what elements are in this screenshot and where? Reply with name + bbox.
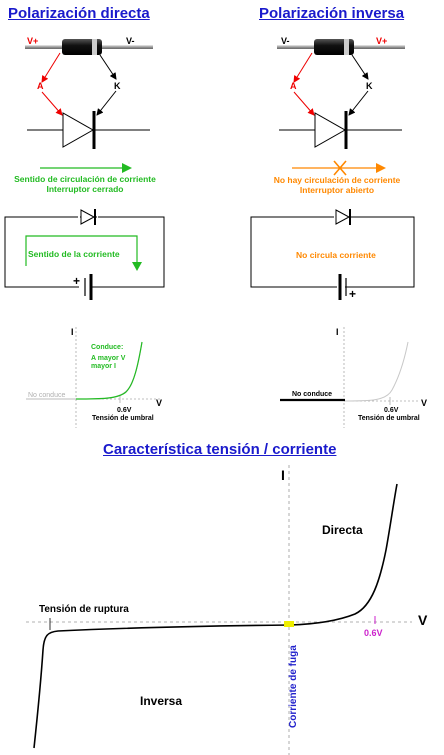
right-diode-symbol — [279, 111, 402, 149]
left-circuit — [4, 209, 165, 300]
left-title: Polarización directa — [8, 5, 150, 22]
right-gray-curve — [343, 341, 409, 402]
left-graph-conduce: Conduce: — [91, 344, 124, 351]
main-i-label: I — [281, 467, 285, 483]
left-black-arrow-up — [99, 54, 117, 80]
left-small-graph — [26, 327, 162, 428]
right-graph-v: V — [421, 398, 428, 408]
right-graph-umbral: Tensión de umbral — [358, 415, 420, 422]
left-current-path — [25, 235, 142, 271]
right-circuit — [250, 209, 415, 300]
left-green-curve — [75, 341, 143, 400]
left-circuit-text: Sentido de la corriente — [28, 249, 120, 259]
right-physical-diode — [277, 39, 405, 55]
right-small-graph — [280, 327, 418, 428]
main-title: Característica tensión / corriente — [103, 441, 337, 458]
left-battery-plus: + — [73, 274, 81, 288]
left-graph-threshold: 0.6V — [117, 407, 132, 414]
right-anode-label: A — [290, 81, 297, 91]
left-graph-mayor1: A mayor V — [91, 355, 126, 362]
left-anode-label: A — [37, 81, 44, 91]
left-gray-curve — [26, 341, 143, 400]
right-v-minus: V- — [281, 36, 290, 46]
left-red-arrow-up — [41, 52, 61, 83]
left-red-arrow-down — [41, 91, 63, 116]
main-threshold-label: 0.6V — [364, 628, 383, 638]
left-v-minus: V- — [126, 36, 135, 46]
left-graph-mayor2: mayor I — [91, 363, 116, 370]
left-flow-arrow — [40, 163, 132, 173]
leak-current-marker — [284, 621, 294, 627]
right-v-plus: V+ — [376, 36, 388, 46]
left-graph-no-conduce: No conduce — [28, 392, 66, 399]
main-inversa-label: Inversa — [140, 694, 183, 708]
right-circuit-text: No circula corriente — [296, 250, 376, 260]
left-physical-diode — [25, 39, 153, 55]
left-graph-v: V — [156, 398, 163, 408]
right-red-arrow-down — [293, 91, 315, 116]
main-ruptura-label: Tensión de ruptura — [39, 604, 129, 615]
main-graph — [26, 465, 412, 755]
right-cathode-label: K — [366, 81, 373, 91]
left-graph-umbral: Tensión de umbral — [92, 415, 154, 422]
forward-curve — [289, 483, 398, 626]
main-v-label: V — [418, 612, 428, 628]
left-v-plus: V+ — [27, 36, 39, 46]
right-graph-i: I — [336, 327, 339, 337]
left-black-arrow-down — [96, 90, 117, 116]
right-blocked-arrow — [292, 160, 386, 176]
right-black-arrow-up — [351, 54, 369, 80]
main-directa-label: Directa — [322, 523, 363, 537]
left-diode-symbol — [27, 111, 150, 149]
right-graph-no-conduce: No conduce — [292, 391, 333, 398]
right-flow-line1: No hay circulación de corriente — [273, 175, 401, 185]
left-cathode-label: K — [114, 81, 121, 91]
right-battery-plus: + — [349, 287, 357, 301]
main-fuga-label: Corriente de fuga — [288, 645, 299, 728]
right-graph-threshold: 0.6V — [384, 407, 399, 414]
left-flow-line2: Interruptor cerrado — [46, 184, 124, 194]
reverse-curve — [33, 624, 291, 749]
right-flow-line2: Interruptor abierto — [299, 185, 375, 195]
right-title: Polarización inversa — [259, 5, 405, 22]
right-red-arrow-up — [293, 52, 313, 83]
left-flow-line1: Sentido de circulación de corriente — [14, 174, 156, 184]
right-black-arrow-down — [348, 90, 369, 116]
left-graph-i: I — [71, 327, 74, 337]
